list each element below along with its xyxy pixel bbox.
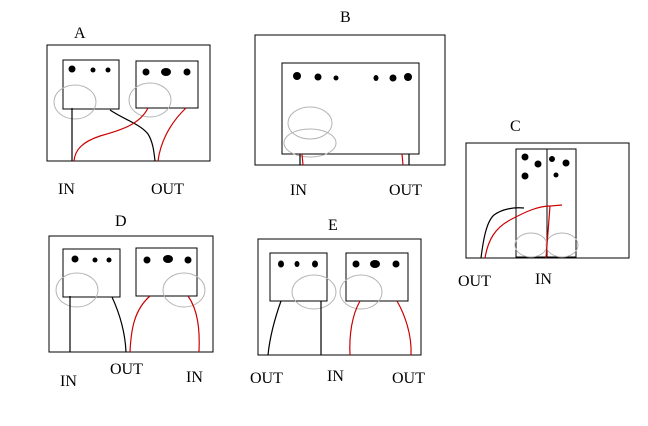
panel-c: C OUT IN [458,118,630,290]
panel-c-black-wire [480,207,525,259]
panel-e-ring-right [339,274,383,310]
panel-e-label-2: IN [327,368,344,385]
panel-d-label-2: OUT [110,361,143,378]
panel-d-right-dots [143,255,192,264]
panel-b-module [281,62,420,155]
panel-d-right-module [135,247,198,297]
panel-e-right-dots [352,260,400,268]
panel-d-red-wire-1 [129,295,151,353]
panel-a-red-wire-1 [73,107,149,162]
panel-b: B IN OUT [254,9,446,199]
panel-d-red-wire-2 [187,295,200,353]
panel-e-right-module [345,252,409,302]
panel-e-frame [257,238,422,356]
panel-e-ring-left [291,274,337,310]
panel-e-label-1: OUT [250,370,283,387]
panel-b-label-2: OUT [389,182,422,199]
panel-b-red-wire-2 [401,153,404,166]
panel-c-right-dots [549,156,570,178]
panel-e: E OUT IN OUT [250,217,425,387]
panel-d-label-1: IN [60,373,77,390]
panel-b-frame [254,34,446,166]
panel-a-left-module [62,59,120,110]
panel-a-black-wire-2 [109,109,156,162]
panel-c-label-1: OUT [458,273,491,290]
panel-b-red-wire-1 [301,153,304,166]
panel-d-ring-right [162,272,206,308]
panel-a: A IN OUT [46,25,211,198]
panel-b-ring-bottom [283,128,337,158]
panel-d-label-3: IN [186,369,203,386]
panel-b-ring-top [287,106,333,140]
panel-b-label-1: IN [290,182,307,199]
panel-a-label-1: IN [58,181,75,198]
panel-b-title: B [340,9,351,26]
panel-e-left-module [269,252,328,302]
panel-d: D IN OUT IN [48,213,214,390]
panel-d-ring-left [55,272,99,308]
panel-a-left-dots [68,65,111,73]
panel-e-title: E [328,217,338,234]
panel-e-red-wire-1 [349,300,361,356]
panel-a-right-module [135,60,199,109]
panel-c-red-wire-1 [484,205,551,259]
panel-b-dots [293,72,412,82]
panel-d-left-dots [71,255,112,263]
panel-a-right-dots [142,68,191,76]
panel-c-ring-right [545,232,579,258]
panel-d-black-wire-2 [111,296,127,353]
panel-e-red-wire-2 [396,300,412,356]
panel-d-title: D [115,213,127,230]
panel-d-left-module [62,248,121,298]
panel-a-title: A [74,25,86,42]
panel-e-black-wire-1 [267,300,282,356]
panel-a-label-2: OUT [151,181,184,198]
panel-a-ring-left [53,84,97,120]
panel-c-left-dots [521,153,542,180]
panel-c-label-2: IN [535,271,552,288]
panel-e-label-3: OUT [392,370,425,387]
panel-c-ring-left [514,232,548,258]
panel-a-frame [46,44,211,162]
panel-d-frame [48,235,214,353]
panel-c-right-module [546,148,577,258]
panel-c-left-module [515,148,548,258]
panel-a-red-wire-2 [157,107,187,162]
panel-c-title: C [510,118,521,135]
panel-c-frame [465,142,630,259]
panel-e-left-dots [278,260,318,268]
panel-a-ring-right [128,82,172,118]
panel-c-red-wire-2 [545,204,563,259]
